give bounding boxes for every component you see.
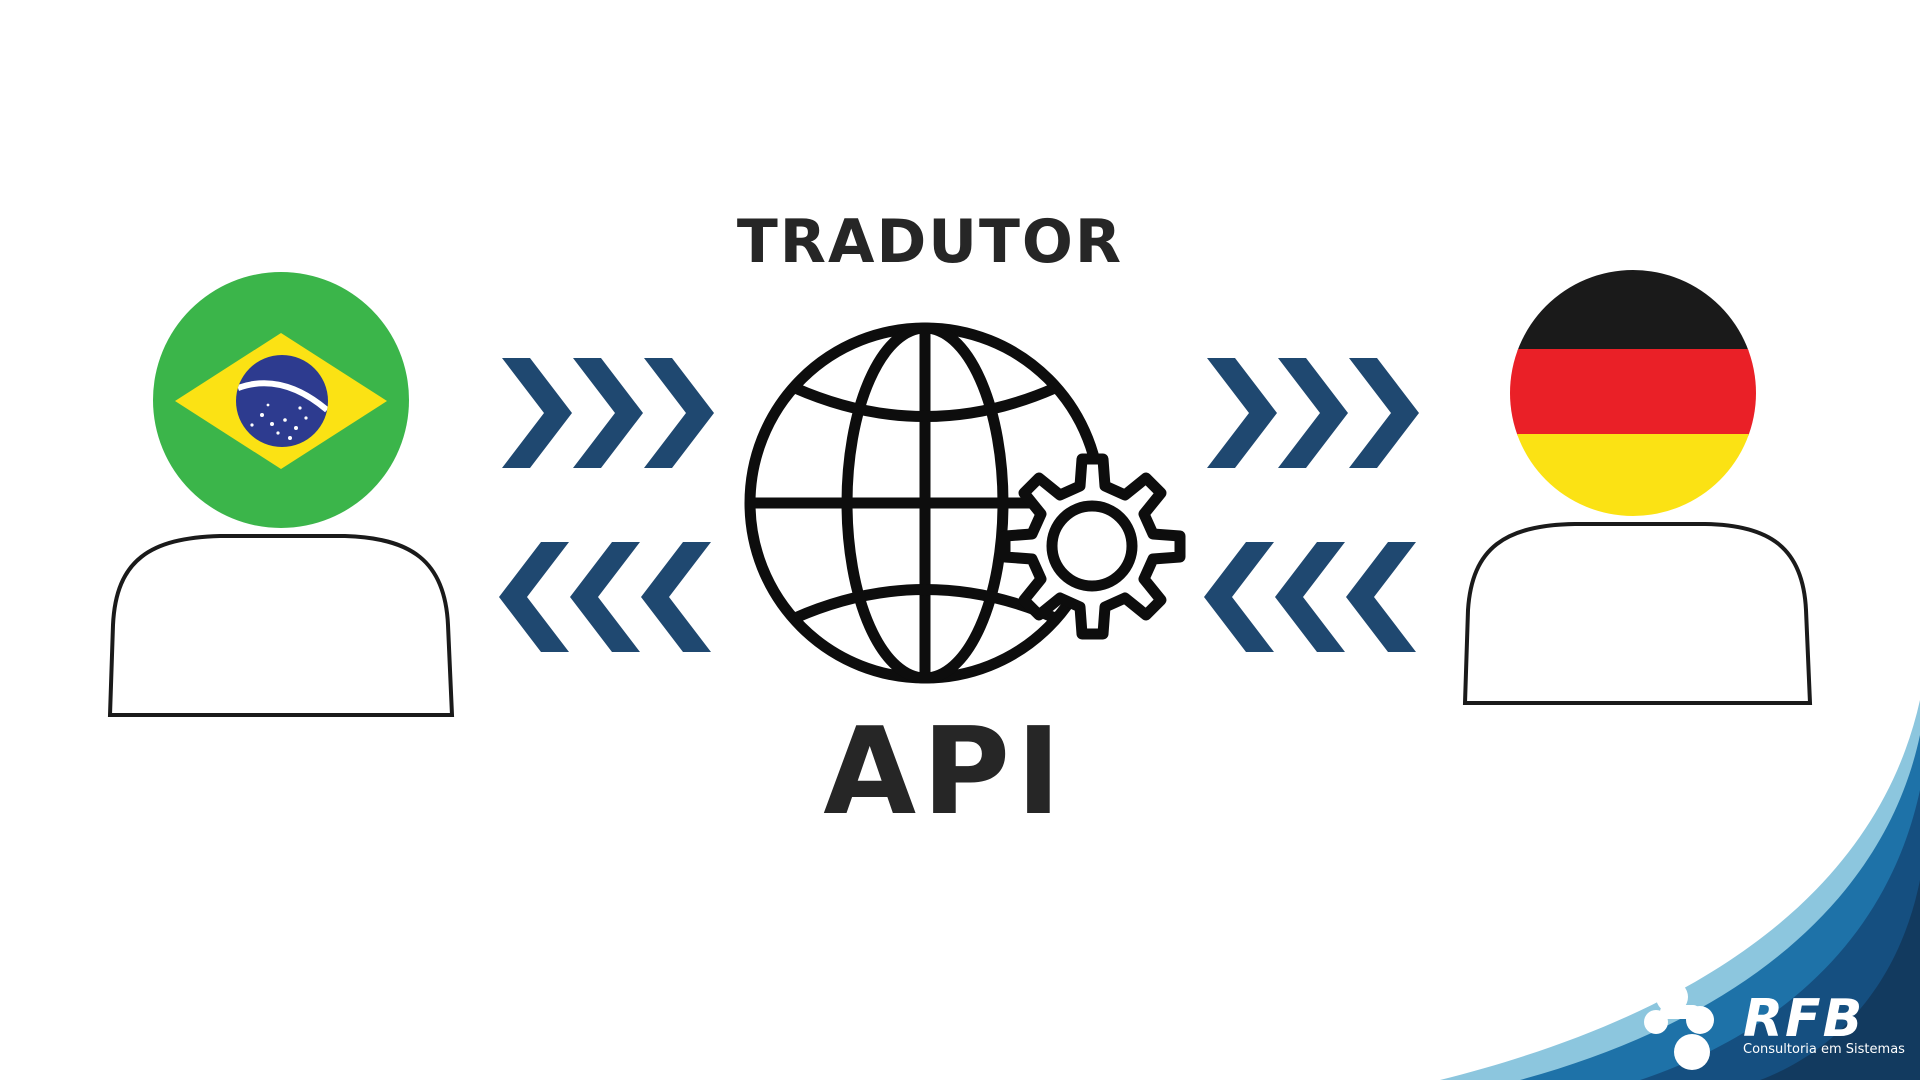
germany-flag-icon	[1510, 270, 1756, 516]
rfb-logo-name: RFB	[1743, 989, 1864, 1049]
rfb-logo-tagline: Consultoria em Sistemas	[1743, 1042, 1905, 1057]
brazil-flag-icon	[153, 272, 409, 528]
corner-waves	[1440, 700, 1920, 1080]
arrows-top-left	[502, 358, 714, 468]
person-left-body	[107, 534, 455, 717]
arrows-bottom-left	[499, 542, 711, 652]
globe-gear-icon	[744, 322, 1186, 684]
arrows-bottom-right	[1204, 542, 1416, 652]
person-right	[1462, 270, 1813, 705]
rfb-logo: RFB Consultoria em Sistemas	[1644, 981, 1905, 1070]
api-label: API	[823, 703, 1066, 842]
rfb-logo-mark-icon	[1644, 981, 1714, 1070]
person-right-body	[1462, 522, 1813, 705]
gear-icon	[999, 453, 1186, 640]
arrows-top-right	[1207, 358, 1419, 468]
person-left	[107, 272, 455, 717]
diagram-title: TRADUTOR	[737, 207, 1123, 277]
